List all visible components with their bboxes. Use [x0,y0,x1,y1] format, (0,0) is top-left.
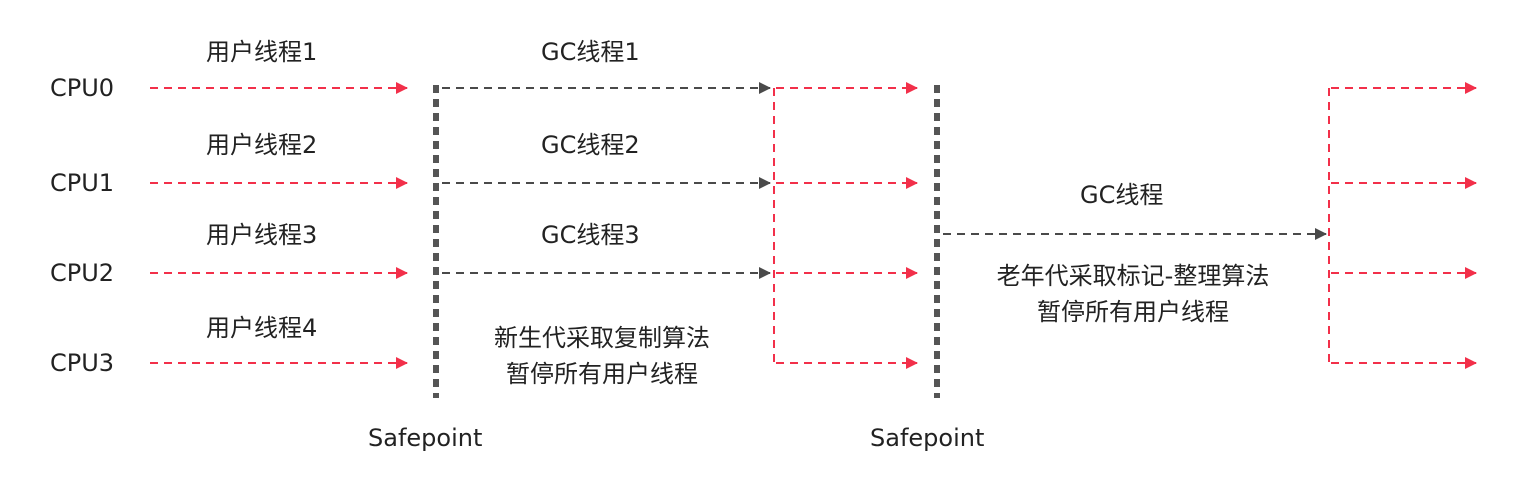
gc-thread-label-3: GC线程3 [541,221,640,249]
cpu-label-0: CPU0 [50,74,115,102]
user-thread-label-2: 用户线程2 [206,131,318,159]
young-gc-note-line1: 新生代采取复制算法 [494,324,710,352]
user-thread-label-3: 用户线程3 [206,221,318,249]
user-thread-label-1: 用户线程1 [206,38,318,66]
user-thread-label-4: 用户线程4 [206,314,318,342]
old-gc-note: 老年代采取标记-整理算法 暂停所有用户线程 [948,258,1318,330]
gc-thread-label-2: GC线程2 [541,131,640,159]
cpu-label-3: CPU3 [50,349,115,377]
safepoint-label-2: Safepoint [870,424,985,452]
young-gc-note: 新生代采取复制算法 暂停所有用户线程 [462,320,742,392]
cpu-label-1: CPU1 [50,169,115,197]
old-gc-note-line2: 暂停所有用户线程 [1037,298,1229,326]
old-gc-note-line1: 老年代采取标记-整理算法 [996,262,1270,290]
safepoint-label-1: Safepoint [368,424,483,452]
old-gc-thread-label: GC线程 [1080,181,1164,209]
young-gc-note-line2: 暂停所有用户线程 [506,360,698,388]
gc-thread-label-1: GC线程1 [541,38,640,66]
cpu-label-2: CPU2 [50,259,115,287]
